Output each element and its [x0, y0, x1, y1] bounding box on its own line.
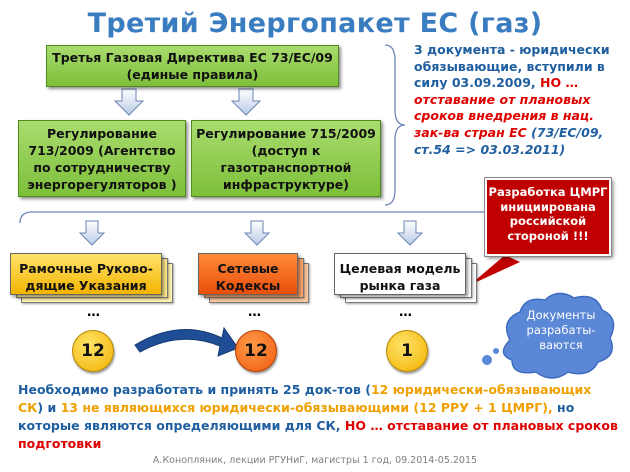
bottom-summary: Необходимо разработать и принять 25 док-…	[18, 381, 618, 453]
codes-dots: …	[248, 305, 262, 320]
cloud-bubble	[493, 348, 499, 354]
reg715-line4: инфраструктуре)	[223, 177, 349, 192]
bottom-s5: но которые являются определяющими для СК…	[18, 400, 575, 433]
brace-line	[384, 44, 406, 206]
note-part3: отставание от плановых сроков внедрения …	[414, 91, 594, 140]
card-model-line2: рынка газа	[359, 278, 441, 293]
cloud-text: Документы разрабаты-ваются	[526, 308, 596, 352]
card-codes-line2: Кодексы	[215, 278, 281, 293]
note-part1: 3 документа - юридически обязывающие, вс…	[414, 42, 610, 91]
card-rru: Рамочные Руково- дящие Указания	[10, 253, 162, 295]
legal-note: 3 документа - юридически обязывающие, вс…	[414, 42, 620, 158]
page-title: Третий Энергопакет ЕС (газ)	[87, 8, 543, 39]
card-model-line1: Целевая модель	[339, 261, 461, 276]
down-arrow-icon	[78, 220, 424, 246]
reg715-line2: (доступ к	[251, 143, 321, 158]
card-rru-line2: дящие Указания	[25, 278, 147, 293]
regulation-715-box: Регулирование 715/2009 (доступ к газотра…	[191, 120, 381, 197]
reg713-line1: Регулирование	[47, 126, 157, 141]
card-rru-line1: Рамочные Руково-	[19, 261, 153, 276]
note-part2: НО …	[540, 75, 578, 91]
bottom-s2: 12 юридически-обязывающих СК	[18, 382, 592, 415]
down-arrow-icon	[113, 88, 262, 116]
rru-count-badge: 12	[72, 330, 114, 372]
directive-box: Третья Газовая Директива ЕС 73/ЕС/09 (ед…	[46, 45, 339, 87]
card-target-model: Целевая модель рынка газа	[334, 253, 466, 295]
regulation-713-box: Регулирование 713/2009 (Агентство по сот…	[18, 120, 186, 197]
note-part4: (73/ЕС/09, ст.54 => 03.03.2011)	[414, 124, 604, 157]
directive-line1: Третья Газовая Директива ЕС 73/ЕС/09	[52, 50, 333, 65]
cloud-icon	[502, 292, 615, 379]
rru-dots: …	[87, 305, 101, 320]
reg713-line2: 713/2009 (Агентство	[28, 143, 176, 158]
reg713-line4: энергорегуляторов )	[27, 177, 177, 192]
codes-count-badge: 12	[235, 330, 277, 372]
reg715-line1: Регулирование 715/2009	[196, 126, 376, 141]
reg713-line3: по сотрудничеству	[33, 160, 171, 175]
callout-pointer	[470, 255, 520, 285]
cloud-bubble	[482, 355, 492, 365]
footer-credit: А.Конопляник, лекции РГУНиГ, магистры 1 …	[152, 455, 478, 466]
model-dots: …	[399, 305, 413, 320]
cmrg-callout: Разработка ЦМРГ инициирована российской …	[484, 177, 612, 257]
directive-line2: (единые правила)	[126, 67, 259, 82]
bottom-s3: ) и	[37, 400, 61, 415]
curved-arrow-icon	[134, 326, 239, 357]
reg715-line3: газотранспортной	[220, 160, 352, 175]
bottom-s6: НО … отставание от плановых сроков подго…	[18, 418, 618, 451]
card-network-codes: Сетевые Кодексы	[198, 253, 298, 295]
bottom-s4: 13 не являющихся юридически-обязывающими…	[60, 400, 553, 415]
bottom-s1: Необходимо разработать и принять 25 док-…	[18, 382, 371, 397]
model-count-badge: 1	[386, 330, 428, 372]
card-codes-line1: Сетевые	[217, 261, 279, 276]
